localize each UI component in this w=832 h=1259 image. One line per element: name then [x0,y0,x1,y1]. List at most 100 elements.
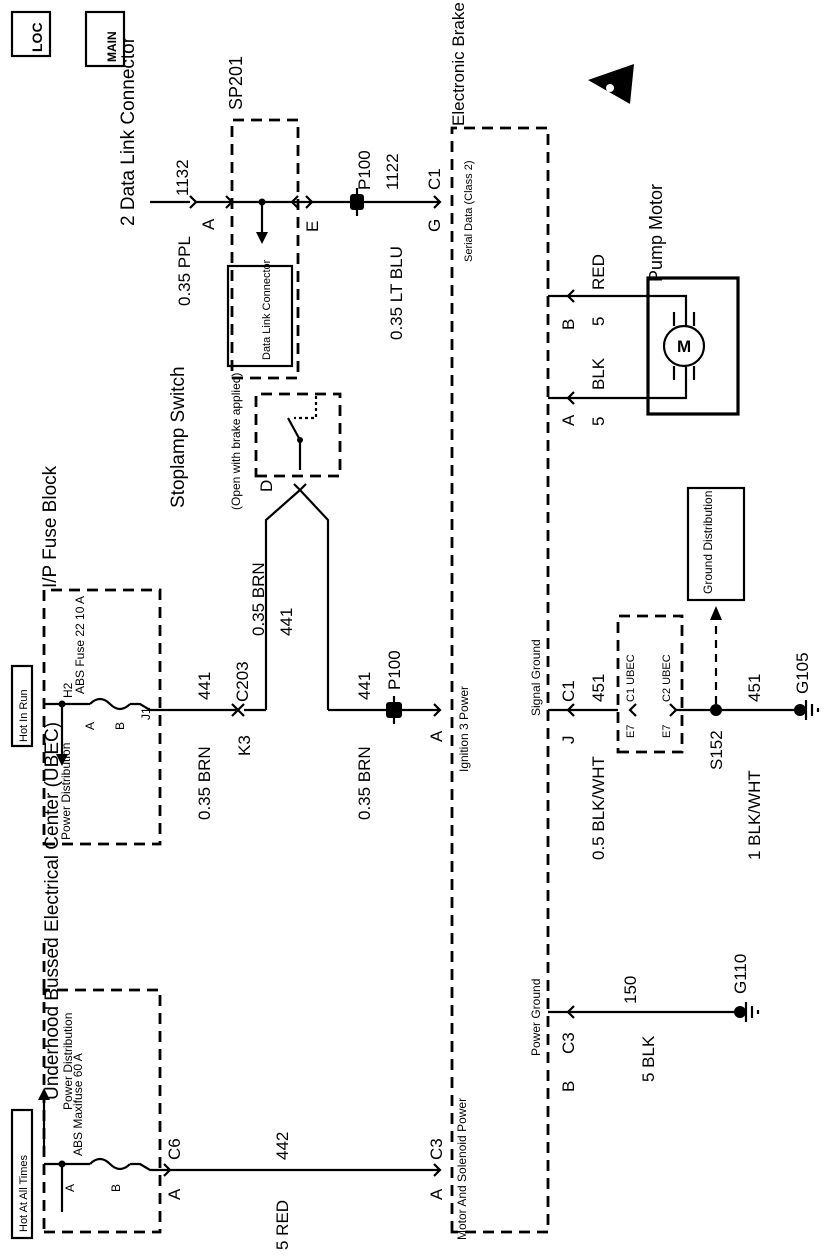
pump-b-5: 5 [589,317,608,326]
wire-035-brn-a-label: 0.35 BRN [195,746,214,820]
wire-035-brn-b-label: 0.35 BRN [355,746,374,820]
power-ground-circuit [548,1002,760,1022]
ignition-3-power-label: Ignition 3 Power [457,686,471,772]
hot-at-all-times-label: Hot At All Times [18,1154,30,1232]
ground-distribution-box: Ground Distribution [686,486,746,602]
s152-label: S152 [707,730,726,770]
ubec-boundary [42,988,162,1234]
wire-5-red-label: 5 RED [273,1200,292,1250]
motor-power-circuit [44,1157,442,1212]
circuit-451-b-label: 451 [745,674,764,702]
stoplamp-switch [264,396,330,710]
e7-c1-label: E7 [625,725,637,738]
serial-data-label: Serial Data (Class 2) [463,161,475,262]
loc-icon: LOC [10,10,52,58]
pin-a-c6: A [165,1188,184,1200]
c2-ubec-label: C2 UBEC [661,654,673,702]
power-distribution-ip-label: Power Distribution [59,743,73,840]
loc-icon-label: LOC [29,22,45,52]
ubec-power-distribution-arrow [38,1088,50,1150]
c3-motor-label: C3 [427,1138,446,1160]
pin-a-ign: A [427,730,446,742]
wire-035-brn-mid-label: 0.35 BRN [249,562,268,636]
pin-a-fuse22: A [83,722,97,730]
stoplamp-note-label: (Open with brake applied) [229,373,243,510]
signal-ground-label: Signal Ground [529,639,543,716]
underhood-ubec-label: Underhood Bussed Electrical Center (UBEC… [42,722,63,1100]
signal-ground-circuit [548,606,820,720]
pump-red-label: RED [589,254,608,290]
hot-at-all-times-badge: Hot At All Times [10,1108,34,1240]
circuit-441-mid-label: 441 [277,608,296,636]
pin-g: G [425,219,444,232]
ebcm-title: Electronic Brake Control Module (EBCM) [449,0,468,126]
power-ground-label: Power Ground [529,979,543,1056]
pump-a-5: 5 [589,417,608,426]
pin-a-maxi: A [63,1184,77,1192]
dlc-box [226,264,294,368]
e7-c2-label: E7 [661,725,673,738]
ebcm-title-label: Electronic Brake Control Module (EBCM) [449,0,468,126]
c1-mid-label: C1 [559,680,578,702]
stoplamp-switch-label: Stoplamp Switch [168,366,189,508]
data-link-connector-circuit [150,188,442,244]
pin-j: J [559,736,578,745]
main-icon-label: MAIN [105,31,119,62]
stoplamp-switch-boundary [254,392,342,478]
ground-distribution-label: Ground Distribution [701,491,715,594]
pin-d: D [257,480,276,492]
ubec-title: Underhood Bussed Electrical Center (UBEC… [42,722,63,1100]
g110-label: G110 [731,954,750,994]
h2-label: H2 [61,682,75,698]
c203-label: C203 [233,661,252,702]
pin-a-pump: A [559,414,578,426]
circuit-442-label: 442 [273,1132,292,1160]
wire-5-blk-label: 5 BLK [639,1035,658,1082]
wire-05-blkwht-label: 0.5 BLK/WHT [589,756,608,860]
power-distribution-ubec-label: Power Distribution [61,1013,75,1110]
abs-maxifuse-label: ABS Maxifuse 60 A [71,1053,85,1156]
pin-b-pump: B [559,319,578,330]
c1-ubec-label: C1 UBEC [625,654,637,702]
pin-a-dlc: A [199,218,218,230]
pump-motor: M [548,276,740,416]
g105-label: G105 [793,652,812,694]
wire-035-ltblu-label: 0.35 LT BLU [387,246,406,340]
sp201-boundary [230,118,300,380]
pin-b-fuse22: B [113,722,127,730]
p100-bottom-label: P100 [385,650,404,690]
data-link-connector-title: 2 Data Link Connector [118,36,139,226]
pin-e-sp201: E [303,221,322,232]
circuit-1132-label: 1132 [173,159,192,196]
ip-fuse-block-circuit [44,696,442,766]
wire-035-ppl-label: 0.35 PPL [175,236,194,306]
p100-top-label: P100 [355,150,374,190]
pump-blk-label: BLK [589,357,608,390]
hot-in-run-label: Hot In Run [18,689,30,742]
c3-pg-label: C3 [559,1032,578,1054]
c6-label: C6 [165,1138,184,1160]
circuit-1122-label: 1122 [383,153,402,190]
circuit-441-a-label: 441 [195,672,214,700]
circuit-150-label: 150 [621,976,640,1004]
ubec-c1c2-boundary [616,614,684,754]
pin-b-pg: B [559,1081,578,1092]
ip-fuse-block-label: I/P Fuse Block [40,465,61,588]
ip-fuse-block-boundary [42,588,162,846]
ip-fuse-block-title: I/P Fuse Block [40,465,61,588]
abs-fuse22-label: ABS Fuse 22 10 A [73,596,87,694]
circuit-451-a-label: 451 [589,674,608,702]
motor-m-label: M [677,337,691,356]
j1-label: J1 [139,707,153,720]
pump-motor-label: Pump Motor [646,184,666,282]
motor-solenoid-power-label: Motor And Solenoid Power [455,1098,469,1240]
circuit-441-b-label: 441 [355,672,374,700]
c1-top-label: C1 [425,168,444,190]
main-icon: MAIN [84,10,126,68]
pin-b-maxi: B [109,1184,123,1192]
hot-in-run-badge: Hot In Run [10,664,34,748]
sp201-label: SP201 [226,56,246,110]
pin-a-c3: A [427,1188,446,1200]
